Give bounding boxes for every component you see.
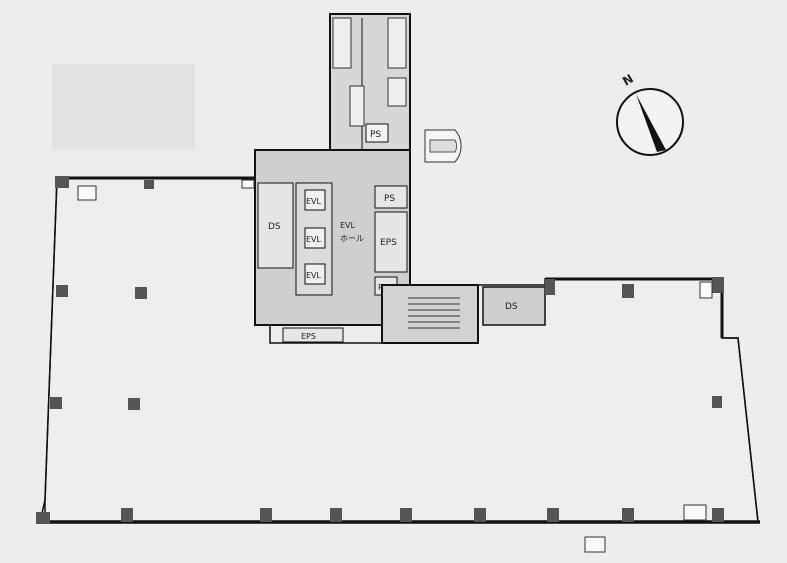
main-stair bbox=[381, 284, 479, 344]
eps-bottom-label: EPS bbox=[301, 332, 316, 341]
evl-2-label: EVL bbox=[306, 235, 322, 244]
ps-upper-label: PS bbox=[370, 130, 381, 140]
compass-icon: N bbox=[616, 71, 684, 156]
central-core: DS EVL EVL EVL EVL ホール PS EPS PS EPS bbox=[254, 149, 411, 343]
eps-bottom-room bbox=[282, 327, 344, 343]
evl-2-box bbox=[304, 227, 326, 249]
ds-left-room bbox=[257, 182, 294, 269]
placeholder-block bbox=[52, 64, 195, 150]
ds-left-label: DS bbox=[268, 222, 281, 232]
ps-mid-label: PS bbox=[384, 194, 395, 204]
evl-1-label: EVL bbox=[306, 197, 322, 206]
compass-north-label: N bbox=[620, 71, 636, 88]
eps-right-room bbox=[374, 211, 408, 273]
small-fixtures bbox=[77, 179, 713, 553]
evl-3-box bbox=[304, 263, 326, 285]
eps-right-label: EPS bbox=[380, 238, 397, 248]
ds-right-room bbox=[482, 286, 546, 326]
evl-hall-label-1: EVL bbox=[340, 221, 356, 230]
ps-mid-room bbox=[374, 185, 408, 209]
ps-upper-room bbox=[365, 123, 389, 143]
evl-3-label: EVL bbox=[306, 271, 322, 280]
core-north: PS bbox=[329, 13, 411, 165]
columns bbox=[36, 176, 724, 524]
spiral-stair bbox=[424, 129, 462, 163]
evl-1-box bbox=[304, 189, 326, 211]
ds-right-label: DS bbox=[505, 302, 518, 312]
evl-hall-label-2: ホール bbox=[340, 234, 364, 243]
